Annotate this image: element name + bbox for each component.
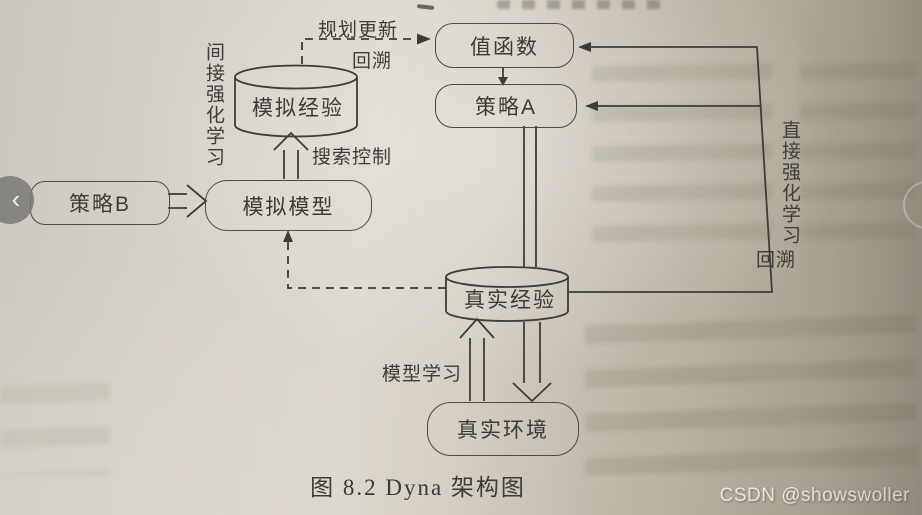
label-model-learning: 模型学习 [382,364,463,385]
label-direct-rl: 直接强化学习 [779,120,800,246]
model-learning-up-arrow [459,317,495,401]
csdn-watermark: CSDN @showswoller [719,485,910,506]
planning-update-dashed-arrow [301,38,417,64]
model-update-dashed-arrow [287,241,446,289]
action-down-arrow [512,322,552,403]
node-policy-a: 策略A [435,84,577,128]
label-backup-right: 回溯 [756,250,797,271]
arrowhead [498,77,508,86]
arrowhead [417,33,431,45]
node-label: 值函数 [470,35,539,59]
node-value-function: 值函数 [435,23,574,68]
search-control-up-arrow [273,131,309,179]
figure-caption: 图 8.2 Dyna 架构图 [310,475,526,500]
label-indirect-rl: 间接强化学习 [203,42,224,168]
chevron-left-icon: ‹ [11,183,21,214]
real-experience-cylinder [445,266,569,322]
node-label: 策略B [68,193,131,216]
node-label: 模拟模型 [242,195,335,219]
sim-experience-cylinder [234,64,358,138]
node-sim-model: 模拟模型 [205,180,372,231]
arrowhead [283,230,293,242]
node-label: 真实环境 [457,419,549,442]
policy-to-env-pipe [523,126,537,267]
label-planning-update: 规划更新 [318,20,399,41]
policy-b-to-model-arrow [168,184,208,218]
node-real-experience-label: 真实经验 [464,289,556,312]
node-policy-b: 策略B [30,181,170,225]
node-sim-experience-label: 模拟经验 [252,97,344,120]
node-real-environment: 真实环境 [427,402,579,456]
label-search-control: 搜索控制 [312,147,393,168]
direct-rl-backup-line [568,46,773,293]
arrowhead [578,42,591,52]
arrowhead [585,101,598,111]
label-backup-top: 回溯 [352,51,393,72]
node-label: 策略A [474,96,537,119]
